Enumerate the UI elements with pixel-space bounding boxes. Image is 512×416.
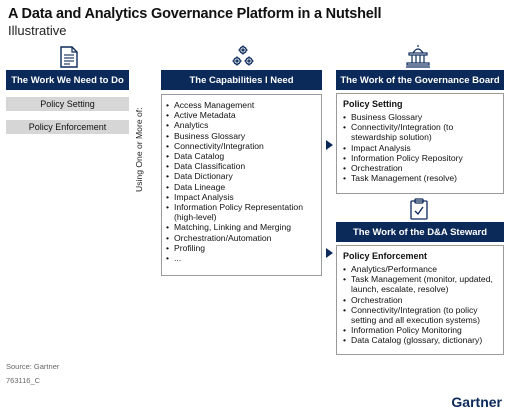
list-item: Information Policy Repository [343,153,497,163]
list-item: Task Management (resolve) [343,173,497,183]
list-item: Analytics [166,120,315,130]
list-item: Data Classification [166,161,315,171]
page-title: A Data and Analytics Governance Platform… [8,6,382,22]
board-header: The Work of the Governance Board [336,70,504,90]
list-item: Information Policy Representation (high-… [166,202,315,222]
list-item: Connectivity/Integration (to policy sett… [343,305,497,325]
list-item: Orchestration [343,295,497,305]
board-box: Policy Setting Business Glossary Connect… [336,93,504,194]
list-item: Business Glossary [166,131,315,141]
capabilities-box: Access Management Active Metadata Analyt… [161,94,322,276]
list-item: Business Glossary [343,112,497,122]
board-section-title: Policy Setting [343,99,403,109]
list-item: Orchestration [343,163,497,173]
list-item: Information Policy Monitoring [343,325,497,335]
arrow-to-board-icon [326,140,333,150]
list-item: Profiling [166,243,315,253]
list-item: ... [166,253,315,263]
gears-icon [232,45,254,66]
document-icon [60,46,78,68]
list-item: Data Dictionary [166,171,315,181]
list-item: Connectivity/Integration (to stewardship… [343,122,497,142]
steward-header: The Work of the D&A Steward [336,222,504,242]
policy-setting-item: Policy Setting [6,97,129,111]
list-item: Matching, Linking and Merging [166,222,315,232]
list-item: Data Lineage [166,182,315,192]
list-item: Access Management [166,100,315,110]
steward-list: Analytics/Performance Task Management (m… [343,264,497,346]
list-item: Data Catalog [166,151,315,161]
list-item: Connectivity/Integration [166,141,315,151]
list-item: Active Metadata [166,110,315,120]
list-item: Task Management (monitor, updated, launc… [343,274,497,294]
policy-enforcement-item: Policy Enforcement [6,120,129,134]
vertical-label: Using One or More of: [134,107,144,192]
page-subtitle: Illustrative [8,23,67,38]
board-list: Business Glossary Connectivity/Integrati… [343,112,497,184]
gartner-logo: Gartner [451,394,502,410]
steward-box: Policy Enforcement Analytics/Performance… [336,245,504,355]
steward-section-title: Policy Enforcement [343,251,428,261]
list-item: Orchestration/Automation [166,233,315,243]
arrow-to-steward-icon [326,248,333,258]
list-item: Data Catalog (glossary, dictionary) [343,335,497,345]
work-header: The Work We Need to Do [6,70,129,90]
checklist-icon [410,198,428,220]
list-item: Impact Analysis [343,143,497,153]
capitol-building-icon [406,45,430,68]
list-item: Impact Analysis [166,192,315,202]
capabilities-list: Access Management Active Metadata Analyt… [166,100,315,263]
figure-id: 763116_C [6,376,41,385]
source-note: Source: Gartner [6,362,60,371]
list-item: Analytics/Performance [343,264,497,274]
capabilities-header: The Capabilities I Need [161,70,322,90]
